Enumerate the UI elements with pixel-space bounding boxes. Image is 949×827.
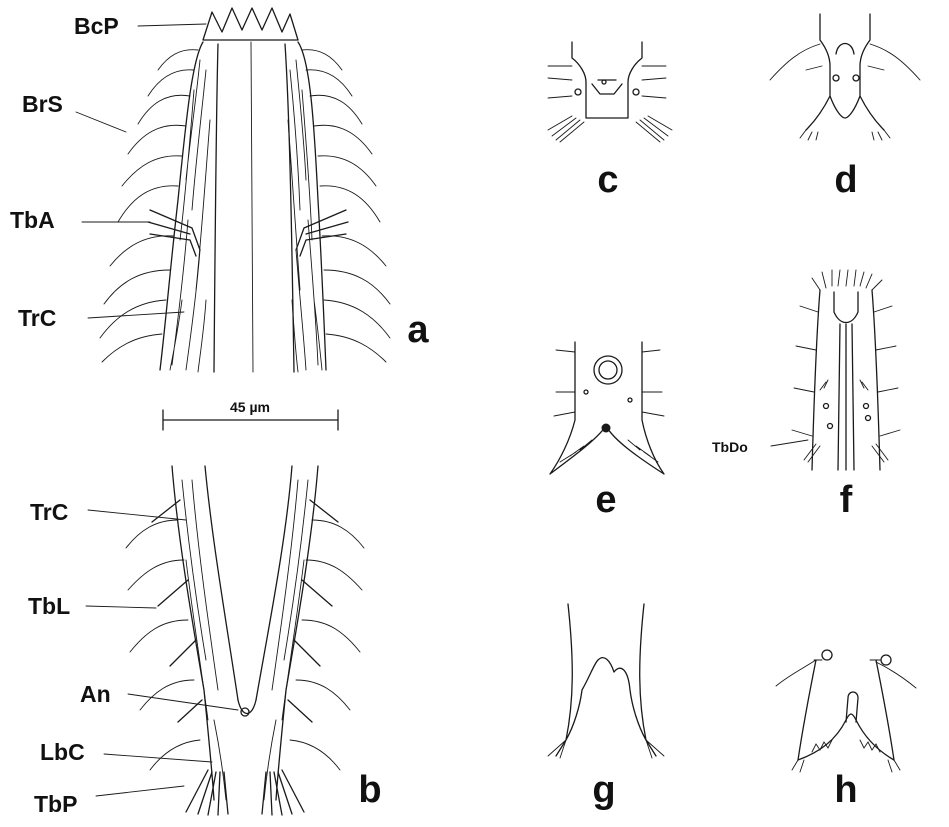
label-tba: TbA	[10, 207, 55, 233]
panel-h-drawing	[776, 650, 916, 772]
panel-b-drawing	[126, 466, 364, 815]
panel-h-arms	[776, 660, 916, 688]
pharynx-left	[214, 44, 218, 372]
panel-c-spot	[602, 80, 606, 84]
label-bcp: BcP	[74, 13, 119, 39]
panel-label-h: h	[834, 769, 857, 811]
panel-f-pore-1	[824, 404, 829, 409]
inner-wall-left-b	[205, 466, 238, 700]
panel-label-d: d	[834, 159, 857, 201]
body-wall-left-b	[172, 466, 214, 800]
panel-h-papilla-right	[881, 655, 891, 665]
panel-d-pore-right	[853, 75, 859, 81]
pharynx-lumen	[251, 42, 253, 372]
body-wall-right-b	[276, 466, 318, 800]
panel-label-b: b	[358, 769, 381, 811]
panel-c-pore-left	[575, 89, 581, 95]
panel-c-drawing	[548, 42, 672, 142]
buccal-papillae-crown	[203, 8, 298, 40]
panel-label-e: e	[595, 479, 616, 521]
panel-d-drawing	[770, 14, 920, 140]
panel-g-drawing	[548, 604, 664, 758]
anus-mark	[241, 708, 249, 716]
panel-e-bristles	[554, 350, 664, 462]
panel-f-pore-2	[864, 404, 869, 409]
panel-c-pore-right	[633, 89, 639, 95]
panel-c-bristles	[548, 66, 672, 142]
panel-d-pharynx	[836, 44, 854, 55]
cuticle-texture-b	[182, 480, 308, 800]
posterior-tubes-right	[262, 770, 304, 815]
panel-e-pore-1	[584, 390, 588, 394]
scale-bar-label: 45 µm	[230, 399, 270, 415]
panel-e-anus	[602, 424, 610, 432]
panel-g-outline	[556, 604, 656, 756]
label-an: An	[80, 681, 111, 707]
anterior-tubes-right	[296, 210, 348, 256]
label-tbdo: TbDo	[712, 439, 748, 455]
bristles-left-b	[126, 520, 200, 770]
panel-e-ring-inner	[599, 361, 617, 379]
panel-d-arms	[770, 44, 920, 140]
panel-label-g: g	[592, 769, 615, 811]
panel-e-drawing	[550, 342, 664, 474]
posterior-tubes-left	[186, 770, 228, 815]
panel-label-f: f	[840, 479, 853, 521]
label-trc-b: TrC	[30, 499, 68, 525]
panel-c-notch	[592, 80, 622, 94]
panel-f-pore-4	[866, 416, 871, 421]
lateral-tubes-left	[152, 500, 202, 722]
panel-label-a: a	[407, 309, 429, 351]
label-tbl: TbL	[28, 593, 70, 619]
label-brs: BrS	[22, 91, 63, 117]
panel-f-pore-3	[828, 424, 833, 429]
lateral-tubes-right	[288, 500, 338, 722]
panel-e-ring-outer	[594, 356, 622, 384]
panel-g-tubes	[548, 740, 664, 758]
panel-e-pore-2	[628, 398, 632, 402]
panel-h-outline	[798, 660, 894, 760]
panel-d-outline	[806, 14, 884, 130]
label-trc-a: TrC	[18, 305, 56, 331]
panel-f-pharynx	[834, 292, 858, 470]
panel-d-pore-left	[833, 75, 839, 81]
label-lbc: LbC	[40, 739, 85, 765]
bristles-right-b	[290, 520, 364, 770]
panel-f-crown	[812, 270, 882, 290]
panel-label-c: c	[597, 159, 618, 201]
panel-a-drawing	[100, 8, 390, 372]
label-tbp: TbP	[34, 791, 77, 817]
panel-h-papilla-left	[822, 650, 832, 660]
